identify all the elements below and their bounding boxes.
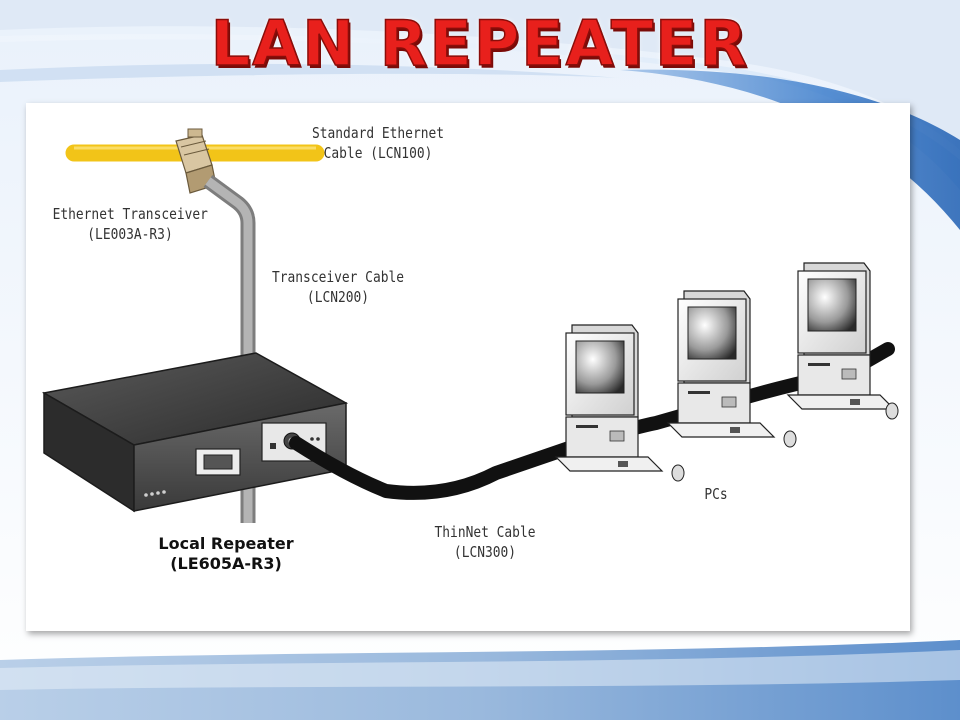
diagram-panel: Standard Ethernet Cable (LCN100) Etherne… (26, 103, 910, 631)
label-local-repeater-line1: Local Repeater (158, 534, 294, 553)
label-standard-ethernet-cable-line1: Standard Ethernet (311, 124, 445, 142)
label-local-repeater-line2: (LE605A-R3) (170, 554, 282, 573)
label-ethernet-transceiver-line2: (LE003A-R3) (87, 225, 173, 243)
pc-2 (666, 290, 797, 448)
transceiver-cable (203, 174, 256, 523)
label-pcs: PCs (690, 484, 742, 504)
slide-title: LAN REPEATER (210, 6, 750, 81)
label-ethernet-transceiver: Ethernet Transceiver (LE003A-R3) (53, 204, 208, 244)
label-thinnet-cable-line2: (LCN300) (453, 543, 517, 561)
label-transceiver-cable-line1: Transceiver Cable (271, 268, 405, 286)
label-local-repeater: Local Repeater (LE605A-R3) (146, 534, 306, 574)
label-standard-ethernet-cable-line2: Cable (LCN100) (323, 144, 433, 162)
pc-1 (554, 324, 685, 482)
label-ethernet-transceiver-line1: Ethernet Transceiver (52, 205, 208, 223)
pc-3 (786, 262, 899, 420)
local-repeater-device (41, 352, 349, 513)
network-diagram (41, 128, 899, 523)
label-standard-ethernet-cable: Standard Ethernet Cable (LCN100) (309, 123, 447, 163)
label-pcs-text: PCs (704, 485, 728, 503)
label-thinnet-cable: ThinNet Cable (LCN300) (421, 522, 550, 562)
label-thinnet-cable-line1: ThinNet Cable (434, 523, 536, 541)
label-transceiver-cable-line2: (LCN200) (306, 288, 370, 306)
label-transceiver-cable: Transceiver Cable (LCN200) (269, 267, 407, 307)
